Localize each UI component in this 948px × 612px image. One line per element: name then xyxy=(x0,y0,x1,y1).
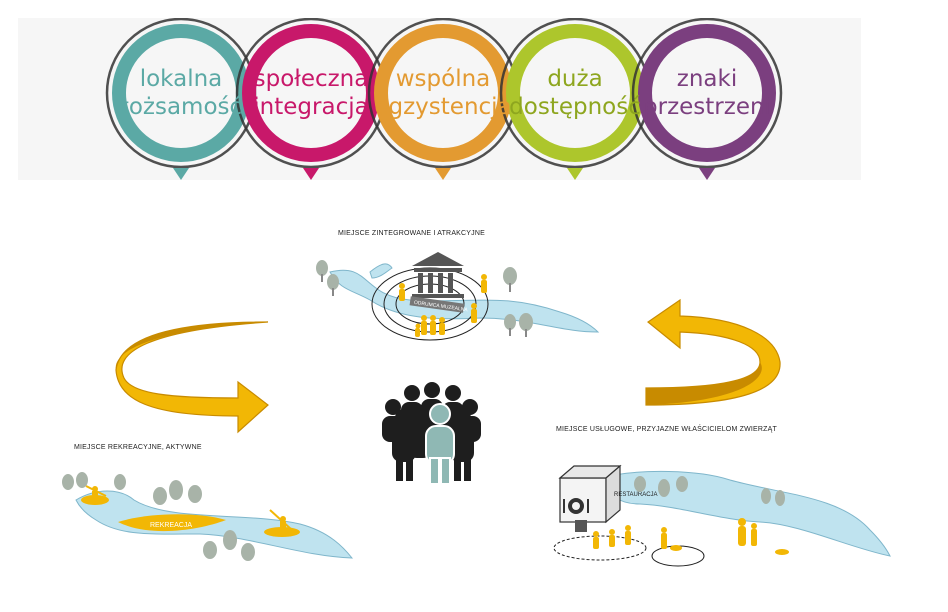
badge-lokalna-tozsamosc: lokalna tożsamość xyxy=(116,28,246,158)
river xyxy=(75,490,354,559)
restaurant-label: RESTAURACJA xyxy=(614,492,658,498)
badge-line: egzystencja xyxy=(374,94,512,120)
people-group-icon xyxy=(382,382,481,485)
badge-line: wspólna xyxy=(395,66,491,92)
cycle-arrow-right xyxy=(645,298,781,406)
badge-rings xyxy=(105,18,783,180)
badge-line: dostępność xyxy=(509,94,641,120)
scene-title-integrated: MIEJSCE ZINTEGROWANE I ATRAKCYJNE xyxy=(338,230,486,237)
values-banner: lokalna tożsamość społeczna integracja w… xyxy=(18,18,861,180)
cycle-arrow-left xyxy=(115,321,269,434)
badge-line: tożsamość xyxy=(119,94,243,120)
trees xyxy=(634,476,785,506)
badge-line: integracja xyxy=(253,94,369,120)
badge-line: znaki xyxy=(676,66,738,92)
scene-title-service: MIEJSCE USŁUGOWE, PRZYJAZNE WŁAŚCICIELOM… xyxy=(556,426,777,433)
scene-title-recreation: MIEJSCE REKREACYJNE, AKTYWNE xyxy=(74,444,202,451)
badge-ring-3 xyxy=(367,18,519,180)
badge-duza-dostepnosc: duża dostępność xyxy=(509,28,641,158)
scene-recreation: REKREACJA xyxy=(62,472,354,561)
recreation-label: REKREACJA xyxy=(150,522,192,529)
badge-line: lokalna xyxy=(139,66,223,92)
restaurant-box xyxy=(558,464,622,532)
people-with-pets xyxy=(593,518,789,555)
badge-line: społeczna xyxy=(253,66,369,92)
badge-wspolna-egzystencja: wspólna egzystencja xyxy=(374,28,511,158)
trees xyxy=(316,260,533,337)
trees xyxy=(62,472,255,561)
museum-icon xyxy=(412,252,464,298)
river xyxy=(599,470,891,557)
kayak xyxy=(118,514,226,532)
badge-line: duża xyxy=(547,66,603,92)
badge-ring-5 xyxy=(631,18,783,180)
visitors xyxy=(399,274,487,337)
badge-spoleczna-integracja: społeczna integracja xyxy=(246,28,376,158)
kayakers xyxy=(81,485,300,537)
badge-line: przestrzeni xyxy=(643,94,771,120)
scene-integrated: ODRUMCA MUZEALNA xyxy=(316,252,600,341)
badge-znaki-przestrzeni: znaki przestrzeni xyxy=(642,28,772,158)
scene-service: RESTAURACJA xyxy=(553,464,891,567)
